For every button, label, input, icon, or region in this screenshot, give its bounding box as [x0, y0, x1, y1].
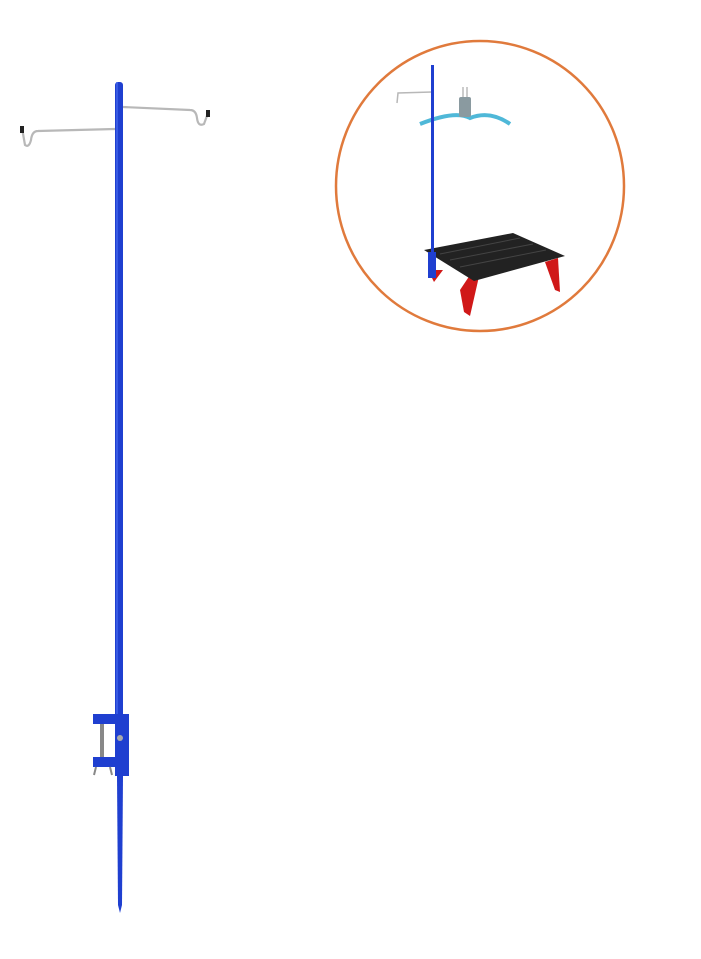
left-hook-tip — [20, 126, 24, 133]
usage-inset — [334, 39, 626, 333]
inset-pole — [431, 65, 434, 277]
fan — [419, 113, 512, 126]
table-clamp — [93, 714, 129, 776]
clamp-knob — [117, 735, 123, 741]
right-hook-tip — [206, 110, 210, 117]
ground-spike — [117, 776, 123, 913]
right-hook-arm — [122, 105, 210, 126]
lantern — [459, 97, 471, 117]
table-leg — [460, 272, 480, 316]
left-hook-arm — [20, 127, 116, 147]
lantern-pole — [20, 82, 210, 913]
table-leg — [545, 258, 560, 292]
inset-ring — [334, 39, 626, 333]
